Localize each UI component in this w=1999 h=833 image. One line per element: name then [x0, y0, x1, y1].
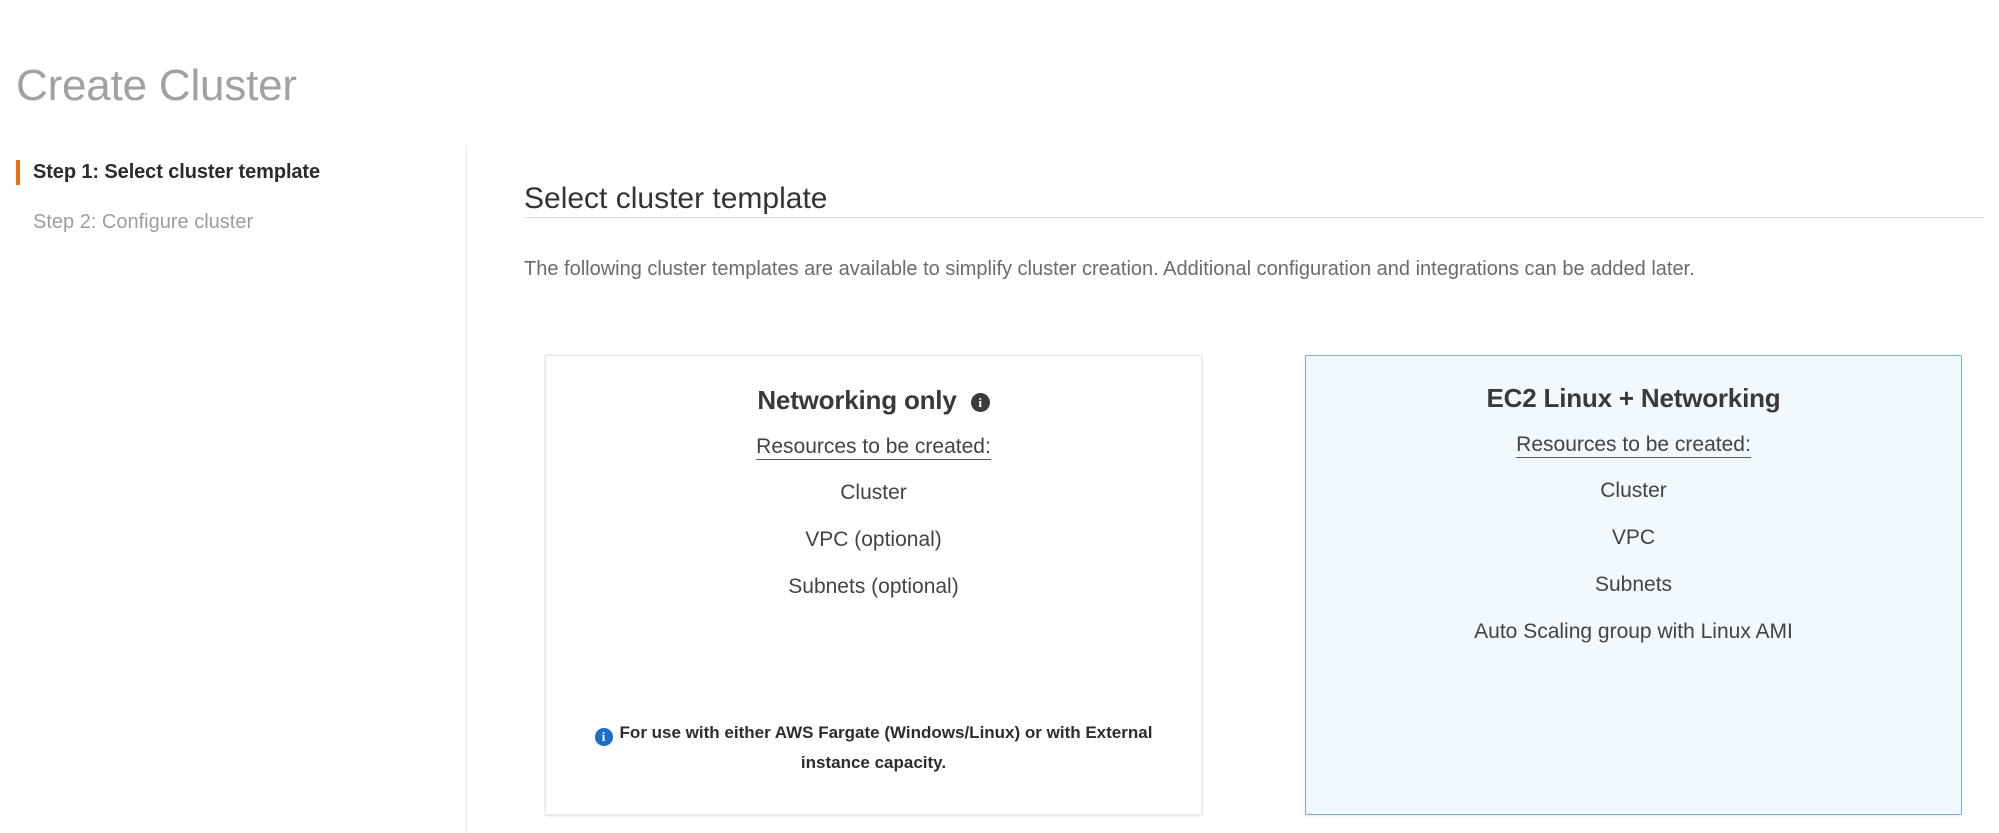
cluster-template-card-list: Networking only i Resources to be create… — [545, 355, 1985, 815]
sidebar-step-label: Step 1: Select cluster template — [33, 161, 321, 183]
resource-item: VPC (optional) — [805, 528, 942, 551]
info-icon-blue: i — [594, 722, 613, 749]
resource-list: Cluster VPC Subnets Auto Scaling group w… — [1324, 476, 1943, 646]
sidebar-step-select-cluster-template[interactable]: Step 1: Select cluster template — [0, 159, 466, 185]
card-subtitle: Resources to be created: — [1324, 431, 1943, 459]
info-icon[interactable]: i — [970, 380, 990, 416]
main-content: Select cluster template The following cl… — [467, 146, 1999, 833]
resource-item: Subnets (optional) — [788, 575, 959, 598]
active-step-marker — [16, 160, 20, 185]
info-icon-blue-glyph: i — [594, 728, 613, 746]
info-icon-glyph: i — [970, 393, 990, 412]
resource-item: Cluster — [1600, 479, 1667, 502]
page-title: Create Cluster — [16, 61, 297, 111]
resource-item: Auto Scaling group with Linux AMI — [1474, 620, 1793, 643]
create-cluster-wizard: Step 1: Select cluster template Step 2: … — [0, 146, 1999, 833]
resource-item: VPC — [1611, 526, 1656, 549]
card-subtitle-label: Resources to be created: — [756, 435, 991, 460]
card-note: i For use with either AWS Fargate (Windo… — [564, 719, 1183, 776]
resource-item: Subnets — [1594, 573, 1673, 596]
resource-item: Cluster — [840, 481, 907, 504]
card-title-label: Networking only — [757, 385, 957, 415]
resource-list: Cluster VPC (optional) Subnets (optional… — [564, 478, 1183, 601]
card-title: EC2 Linux + Networking — [1324, 380, 1943, 416]
wizard-steps-sidebar: Step 1: Select cluster template Step 2: … — [0, 146, 467, 833]
card-subtitle-label: Resources to be created: — [1516, 433, 1751, 458]
sidebar-step-label: Step 2: Configure cluster — [33, 211, 254, 233]
sidebar-step-configure-cluster[interactable]: Step 2: Configure cluster — [0, 209, 466, 235]
card-note-text: For use with either AWS Fargate (Windows… — [619, 723, 1153, 772]
cluster-template-card-ec2-linux-networking[interactable]: EC2 Linux + Networking Resources to be c… — [1305, 355, 1962, 815]
cluster-template-card-networking-only[interactable]: Networking only i Resources to be create… — [545, 355, 1202, 815]
card-title-label: EC2 Linux + Networking — [1486, 383, 1781, 413]
card-title: Networking only i — [564, 380, 1183, 418]
section-description: The following cluster templates are avai… — [524, 258, 1695, 280]
card-subtitle: Resources to be created: — [564, 433, 1183, 461]
section-divider — [524, 217, 1985, 218]
section-title: Select cluster template — [524, 181, 828, 215]
